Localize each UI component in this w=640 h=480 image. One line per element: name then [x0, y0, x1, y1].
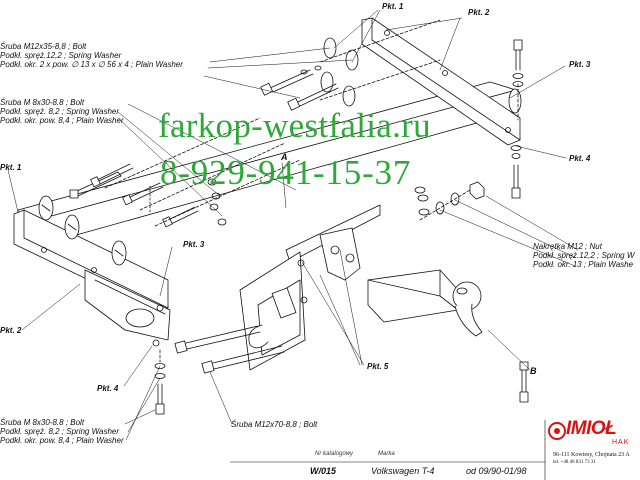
- title-block-frame: [229, 419, 546, 480]
- pkt1-left-label: Pkt. 1: [0, 163, 22, 172]
- callout-line: Śruba M 8x30-8,8 ; Bolt: [0, 98, 85, 107]
- upper-left-washers: [38, 117, 301, 266]
- company-logo-text: IMIOŁ: [566, 418, 617, 439]
- left-side-bracket: [13, 209, 171, 347]
- nut-group: [414, 181, 485, 221]
- callout-bolt-m8-lower: Śruba M 8x30-8,8 ; Bolt Podkł. spręż. 8,…: [0, 418, 124, 445]
- callout-nut: Nakrętka M12 ; Nut Podkł. spręż.12,2 ; S…: [533, 242, 634, 269]
- watermark-phone: 8-929-941-15-37: [160, 153, 412, 192]
- callout-line: Nakrętka M12 ; Nut: [533, 242, 602, 251]
- callout-line: Podkł. spręż.12,2 ; Spring W: [533, 251, 635, 260]
- years-value: od 09/90-01/98: [466, 466, 527, 476]
- catalog-value: W/015: [310, 466, 337, 476]
- callout-bolt-m8-upper: Śruba M 8x30-8,8 ; Bolt Podkł. spręż. 8,…: [0, 98, 124, 125]
- lower-right-vertical-bolt: [519, 361, 529, 403]
- central-flange: [239, 204, 381, 371]
- callout-line: Podkł. spręż. 8,2 ; Spring Washer: [0, 427, 120, 436]
- callout-line: Śruba M 8x30-8,8 ; Bolt: [0, 418, 85, 427]
- pkt1-top-label: Pkt. 1: [382, 2, 404, 11]
- callout-line: Śruba M12x35-8,8 ; Bolt: [0, 42, 87, 51]
- pkt5-label: Pkt. 5: [367, 362, 389, 371]
- pkt4-right-label: Pkt. 4: [569, 154, 591, 163]
- callout-line: Podkł. spręż. 8,2 ; Spring Washer: [0, 107, 120, 116]
- callout-line: Podkł. okr. 2 x pow. ∅ 13 x ∅ 56 x 4 ; P…: [0, 60, 183, 69]
- upper-middle-washers: [260, 19, 441, 111]
- company-phone: tel. +48 46 831 73 31: [553, 460, 596, 465]
- point-b-label: B: [530, 366, 537, 376]
- callout-line: Podkł. okr. 13 ; Plain Washe: [533, 260, 634, 269]
- callout-bolt-m12x70: Śruba M12x70-8,8 ; Bolt: [231, 420, 318, 429]
- pkt3-right-label: Pkt. 3: [569, 60, 591, 69]
- pkt2-left-label: Pkt. 2: [0, 326, 22, 335]
- callout-line: Podkł. spręż.12,2 ; Spring Washer: [0, 51, 122, 60]
- lower-left-vertical-bolts: [154, 349, 166, 415]
- callout-line: Podkł. okr. pow. 8,4 ; Plain Washer: [0, 116, 124, 125]
- pkt2-top-label: Pkt. 2: [468, 8, 490, 17]
- catalog-label: Nr katalogowy: [315, 451, 354, 457]
- long-bolts: [174, 325, 285, 374]
- brand-value: Volkswagen T-4: [371, 466, 435, 476]
- company-logo-icon: [548, 422, 566, 440]
- callout-bolt-m12: Śruba M12x35-8,8 ; Bolt Podkł. spręż.12,…: [0, 42, 183, 69]
- brand-label: Marka: [378, 451, 395, 457]
- point-a-label: A: [281, 152, 288, 162]
- watermark-site: farkop-westfalia.ru: [158, 106, 431, 145]
- callout-line: Podkł. okr. pow. 8,4 ; Plain Washer: [0, 436, 124, 445]
- leader-lines: [7, 9, 579, 441]
- pkt3-left-label: Pkt. 3: [183, 240, 205, 249]
- company-address: 96-111 Kowiesy, Chojnata 23 A: [553, 452, 630, 458]
- company-sub: HAK: [612, 439, 630, 446]
- tow-ball: [367, 269, 483, 337]
- pkt4-left-label: Pkt. 4: [97, 384, 119, 393]
